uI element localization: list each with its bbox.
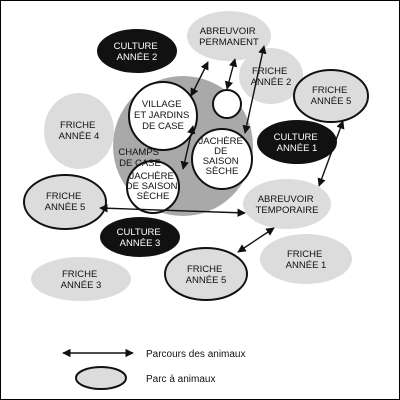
culture-annee-3-shape	[100, 217, 180, 257]
route-friche-5-bottom-to-abreuvoir-temp	[237, 227, 275, 253]
friche-annee-5-left-shape	[23, 174, 107, 230]
friche-annee-3-label: FRICHE ANNÉE 3	[61, 269, 102, 291]
small-unlabeled-circle	[212, 89, 242, 119]
jachere-left-label: JACHÈRE DE SAISON SÈCHE	[126, 171, 180, 202]
legend: Parcours des animaux Parc à animaux	[62, 348, 246, 390]
abreuvoir-temporaire-shape	[243, 179, 331, 229]
friche-annee-3-shape	[31, 257, 131, 301]
friche-annee-1-shape	[260, 234, 352, 284]
route-friche-5-left-to-abreuvoir-temp	[99, 204, 246, 217]
friche-annee-2-label: FRICHE ANNÉE 2	[251, 66, 292, 88]
jachere-right-label: JACHÈRE DE SAISON SÈCHE	[199, 136, 246, 177]
route-small-circle-to-abreuvoir	[224, 58, 238, 90]
culture-annee-1-label: CULTURE ANNÉE 1	[274, 132, 321, 154]
friche-annee-5-bottom-shape	[164, 247, 248, 301]
friche-annee-4-shape	[44, 93, 114, 169]
culture-annee-2-label: CULTURE ANNÉE 2	[114, 41, 161, 63]
village-label: VILLAGE ET JARDINS DE CASE	[134, 99, 192, 132]
route-friche-5-to-abreuvoir-temp	[317, 120, 345, 187]
culture-annee-1-shape	[257, 120, 337, 164]
route-village-to-culture-2	[190, 61, 209, 97]
friche-annee-1-label: FRICHE ANNÉE 1	[286, 249, 327, 271]
route-village-to-jachere-left	[180, 125, 196, 170]
champs-de-case-label: CHAMPS DE CASE	[118, 147, 161, 169]
culture-annee-3-label: CULTURE ANNÉE 3	[117, 227, 164, 249]
friche-annee-4-label: FRICHE ANNÉE 4	[59, 120, 100, 142]
abreuvoir-permanent-label: ABREUVOIR PERMANENT	[199, 26, 259, 48]
legend-arrow-label: Parcours des animaux	[146, 349, 246, 360]
friche-annee-5-left-label: FRICHE ANNÉE 5	[45, 191, 86, 213]
culture-annee-2-shape	[97, 29, 177, 73]
legend-ellipse-label: Parc à animaux	[146, 374, 215, 385]
friche-annee-5-right-label: FRICHE ANNÉE 5	[311, 85, 352, 107]
legend-ellipse-icon	[75, 366, 127, 390]
village-shape	[128, 81, 198, 151]
abreuvoir-temporaire-label: ABREUVOIR TEMPORAIRE	[256, 194, 319, 216]
friche-annee-5-bottom-label: FRICHE ANNÉE 5	[186, 264, 227, 286]
route-abreuvoir-to-jachere	[242, 45, 267, 134]
